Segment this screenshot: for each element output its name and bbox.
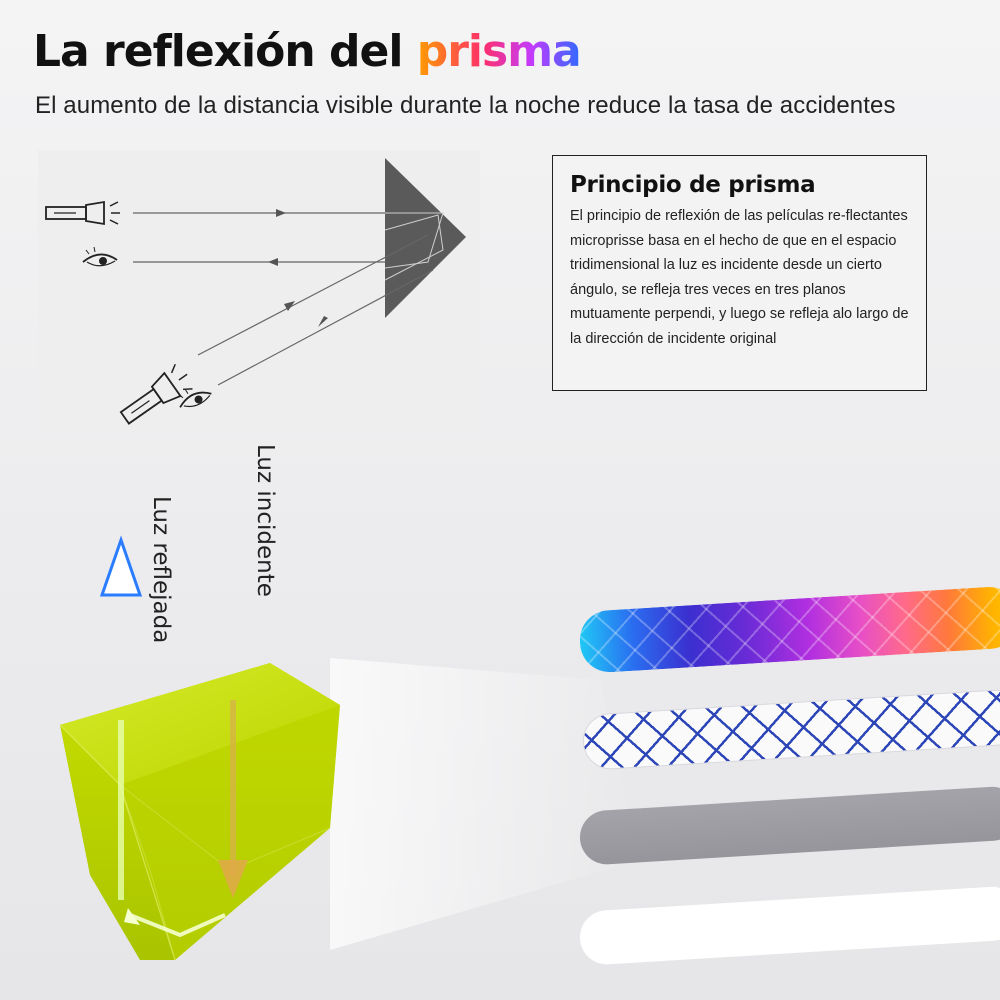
prism-illustration: [59, 534, 640, 961]
internal-reflection-path: [129, 913, 226, 938]
ray-arrowhead: [268, 258, 278, 266]
principle-description: El principio de reflexión de las películ…: [570, 208, 909, 347]
prism-triangle: [385, 158, 466, 318]
light-beam: [330, 658, 640, 950]
principle-title: Principio de prisma: [570, 172, 816, 198]
internal-reflection-arrowhead: [124, 908, 140, 925]
ray-incoming-oblique: [197, 234, 429, 356]
flashlight-icon: [45, 200, 120, 226]
retroreflection-diagram: [38, 150, 480, 435]
ray-arrowhead: [318, 316, 328, 327]
page-title: La reflexión del prisma: [33, 30, 582, 74]
eye-icon: [178, 389, 212, 408]
flashlight-icon: [119, 363, 193, 425]
prism-internal-ray: [384, 214, 444, 281]
ray-returning-oblique: [217, 269, 434, 386]
title-accent-word: prisma: [416, 26, 582, 77]
principle-box: Principio de prisma El principio de refl…: [552, 155, 927, 391]
ray-arrowhead: [276, 209, 286, 217]
ray-arrowhead: [284, 301, 295, 311]
incident-light-label: Luz incidente: [252, 444, 278, 597]
prism-body: [59, 663, 340, 961]
incident-arrowhead: [218, 860, 248, 898]
reflected-arrowhead: [99, 535, 143, 597]
page-subtitle: El aumento de la distancia visible duran…: [35, 92, 896, 119]
eye-icon: [82, 246, 118, 267]
prism-internal-ray: [384, 212, 444, 269]
reflected-light-label: Luz reflejada: [148, 496, 174, 644]
title-main: La reflexión del: [33, 26, 417, 77]
